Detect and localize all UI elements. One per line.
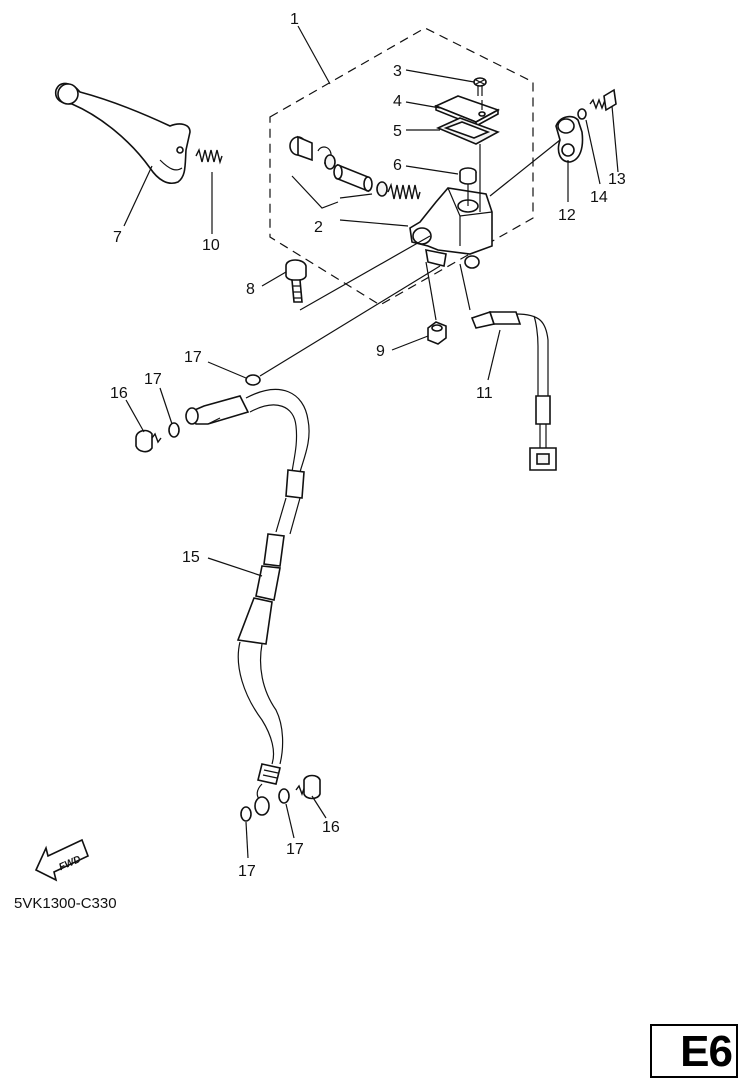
callout-13: 13	[608, 171, 626, 188]
washer-17-upper-a	[168, 422, 180, 438]
callout-6: 6	[393, 157, 402, 174]
callout-7: 7	[113, 229, 122, 246]
union-bolt-upper	[135, 429, 162, 453]
leader-lines	[123, 25, 619, 859]
page-code: E6	[680, 1027, 733, 1076]
holder-bolt	[589, 88, 617, 112]
union-bolt-lower	[295, 774, 321, 800]
washer-17-upper-b	[245, 374, 261, 386]
callout-1: 1	[290, 11, 299, 28]
callout-17-upper-left: 17	[144, 371, 162, 388]
callout-16-upper: 16	[110, 385, 128, 402]
pivot-bolt	[285, 235, 431, 311]
callout-14: 14	[590, 189, 608, 206]
lever-spring	[195, 147, 223, 165]
callout-5: 5	[393, 123, 402, 140]
callout-10: 10	[202, 237, 220, 254]
callout-3: 3	[393, 63, 402, 80]
cap-screw	[473, 77, 487, 96]
washer-17-lower-b	[240, 806, 252, 822]
fwd-arrow-icon: FWD	[34, 838, 90, 882]
plug	[459, 167, 477, 206]
diaphragm	[436, 100, 500, 212]
brake-hose	[185, 388, 310, 816]
callout-12: 12	[558, 207, 576, 224]
brake-lever	[54, 82, 191, 184]
callout-15: 15	[182, 549, 200, 566]
piston-kit	[289, 135, 421, 227]
callout-8: 8	[246, 281, 255, 298]
callout-17-upper-right: 17	[184, 349, 202, 366]
washer-17-lower-a	[278, 788, 290, 804]
brake-switch	[459, 263, 557, 471]
callout-4: 4	[393, 93, 402, 110]
callout-11: 11	[476, 385, 493, 402]
holder-clamp	[555, 115, 584, 163]
callout-17-lower-left: 17	[238, 863, 256, 880]
page-code-box: E6	[650, 1024, 738, 1078]
callout-17-lower-right: 17	[286, 841, 304, 858]
callout-9: 9	[376, 343, 385, 360]
washer-14	[577, 108, 587, 120]
assembly-boundary	[269, 27, 534, 306]
callout-2: 2	[314, 219, 323, 236]
callout-16-lower: 16	[322, 819, 340, 836]
pivot-nut	[425, 261, 447, 345]
drawing-code: 5VK1300-C330	[14, 895, 117, 912]
